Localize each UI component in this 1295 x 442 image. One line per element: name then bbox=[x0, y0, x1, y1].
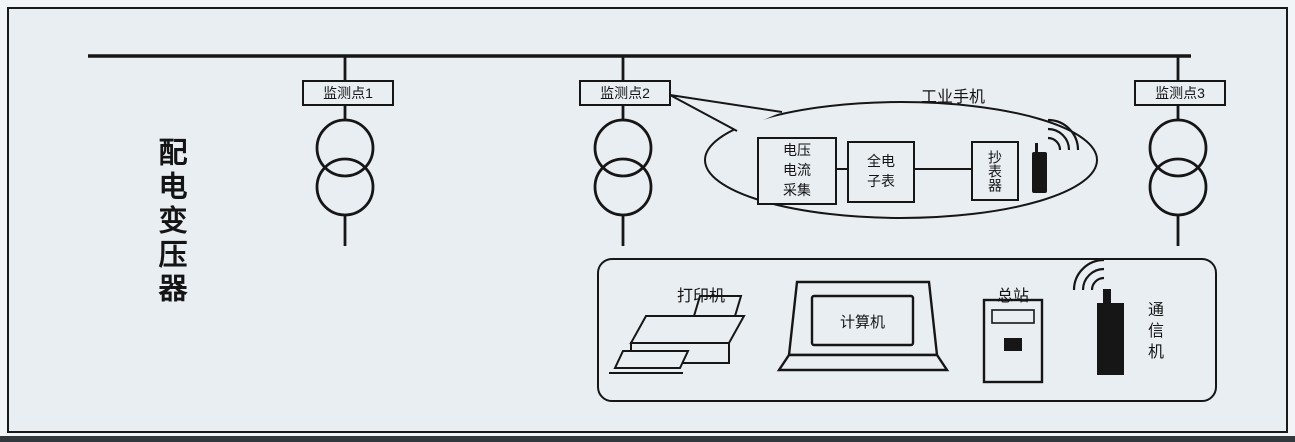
master-station-group-outline bbox=[597, 258, 1217, 402]
voltage-current-collector-box: 电压 电流 采集 bbox=[757, 137, 837, 205]
phone-wireless-signal-icon bbox=[1047, 118, 1080, 151]
distribution-transformer-label: 配电变压器 bbox=[154, 137, 186, 307]
handheld-phone-icon bbox=[1032, 143, 1047, 193]
computer-icon bbox=[776, 280, 950, 372]
meter-reader-box: 抄表器 bbox=[971, 141, 1019, 201]
communication-device-label: 通信机 bbox=[1145, 301, 1162, 364]
monitor-point-1-label: 监测点1 bbox=[323, 85, 373, 101]
monitor-point-2-box: 监测点2 bbox=[579, 80, 671, 106]
monitor-point-1-box: 监测点1 bbox=[302, 80, 394, 106]
transformer-icon-1 bbox=[315, 56, 375, 246]
monitor-point-3-label: 监测点3 bbox=[1155, 85, 1205, 101]
voltage-current-collector-label: 电压 电流 采集 bbox=[783, 142, 811, 198]
computer-label: 计算机 bbox=[839, 314, 885, 331]
meter-reader-label: 抄表器 bbox=[987, 150, 1003, 192]
electronic-meter-box: 全电 子表 bbox=[847, 141, 915, 203]
photo-edge bbox=[0, 436, 1295, 442]
monitor-point-3-box: 监测点3 bbox=[1134, 80, 1226, 106]
comm-wireless-signal-icon bbox=[1072, 258, 1105, 291]
printer-label: 打印机 bbox=[676, 288, 725, 305]
comm-device-icon bbox=[1097, 289, 1124, 375]
monitor-point-2-label: 监测点2 bbox=[600, 85, 650, 101]
printer-icon bbox=[609, 295, 746, 374]
master-station-label: 总站 bbox=[996, 288, 1029, 305]
master-station-icon bbox=[982, 298, 1044, 384]
industrial-phone-title: 工业手机 bbox=[920, 89, 985, 106]
electronic-meter-label: 全电 子表 bbox=[867, 153, 895, 189]
